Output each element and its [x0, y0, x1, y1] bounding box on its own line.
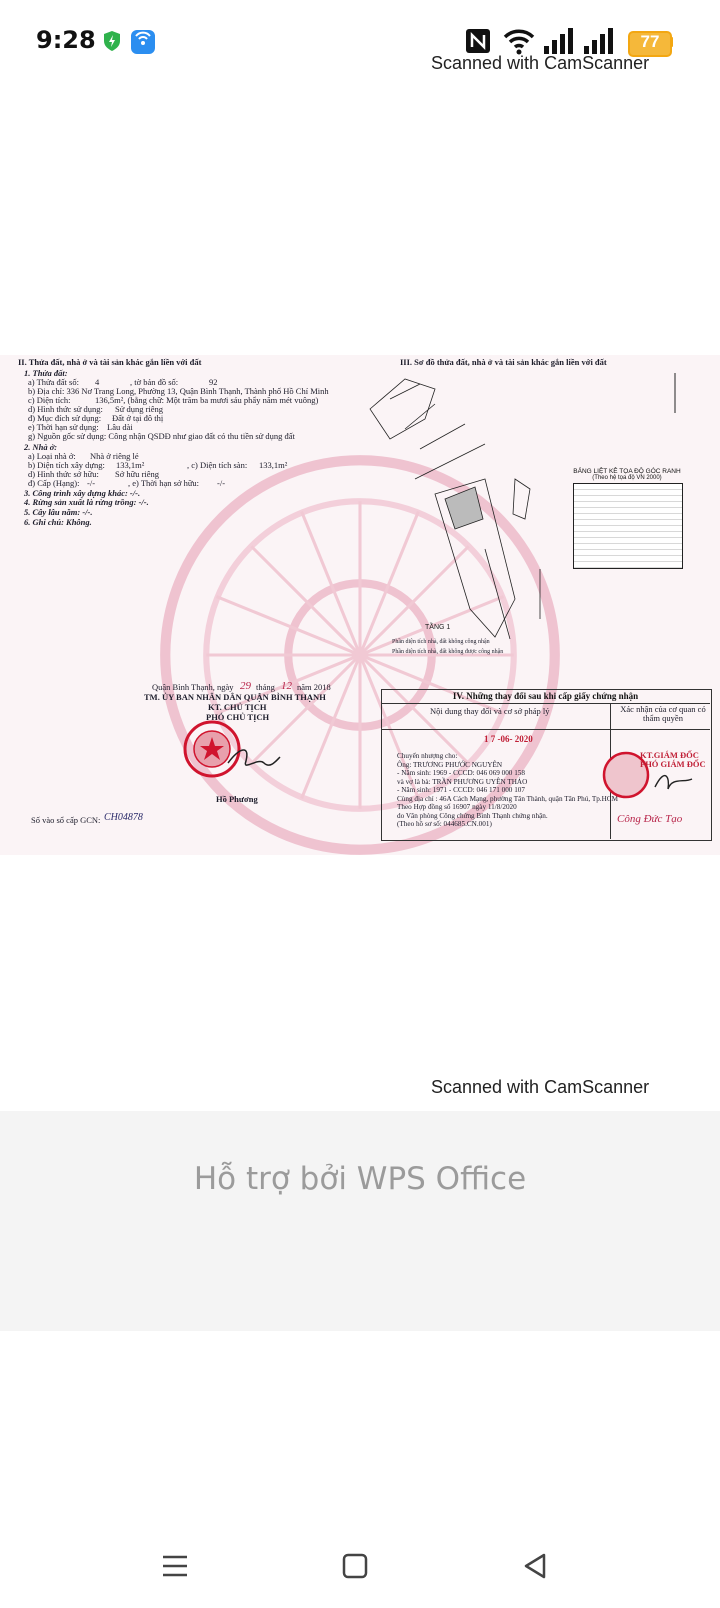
land-area-value: 136,5m², (bằng chữ: Một trăm ba mươi sáu…	[95, 395, 319, 405]
north-arrow-icon	[674, 373, 676, 413]
battery-icon	[628, 31, 672, 57]
house-heading: 2. Nhà ở:	[24, 442, 58, 452]
sign-day: 29	[240, 680, 251, 692]
confirmation-seal-icon	[602, 751, 693, 799]
change-details: Chuyển nhượng cho:Ông: TRƯƠNG PHƯỚC NGUY…	[397, 752, 618, 830]
house-ownership-value: Sở hữu riêng	[115, 469, 160, 479]
land-purpose-value: Đất ở tại đô thị	[112, 413, 164, 423]
background-emblem-watermark	[160, 455, 560, 855]
land-use-form-label: d) Hình thức sử dụng:	[28, 404, 103, 414]
land-address: b) Địa chỉ: 336 Nơ Trang Long, Phường 13…	[28, 386, 329, 396]
back-icon[interactable]	[517, 1548, 553, 1584]
menu-icon[interactable]	[157, 1548, 193, 1584]
house-ownership-label: d) Hình thức sở hữu:	[28, 469, 99, 479]
status-time: 9:28	[36, 26, 96, 54]
nfc-icon	[466, 29, 490, 53]
change-date: 1 7 -06- 2020	[484, 734, 533, 744]
land-origin: g) Nguồn gốc sử dụng: Công nhận QSDĐ như…	[28, 431, 295, 441]
change-line: và vợ là bà: TRẦN PHƯƠNG UYÊN THẢO	[397, 777, 528, 786]
land-term-value: Lâu dài	[107, 422, 133, 432]
house-term-value: -/-	[217, 478, 226, 488]
house-type-value: Nhà ở riêng lẻ	[90, 451, 139, 461]
land-number-value: 4	[95, 377, 100, 387]
house-term-label: , e) Thời hạn sở hữu:	[128, 478, 200, 488]
changes-title: IV. Những thay đổi sau khi cấp giấy chứn…	[452, 691, 639, 701]
house-grade-label: đ) Cấp (Hạng):	[28, 478, 80, 488]
house-build-area-label: b) Diện tích xây dựng:	[28, 460, 105, 470]
hotspot-app-icon	[131, 30, 155, 54]
perennial-trees: 5. Cây lâu năm: -/-.	[24, 507, 93, 517]
section-2-title: II. Thửa đất, nhà ở và tài sản khác gắn …	[18, 357, 202, 367]
sign-organization: TM. ỦY BAN NHÂN DÂN QUẬN BÌNH THẠNH	[144, 692, 326, 702]
change-line: (Theo hồ sơ số: 044685.CN.001)	[397, 820, 492, 828]
land-number-label: a) Thửa đất số:	[28, 377, 79, 387]
cell-signal-2-icon	[584, 28, 613, 54]
change-line: - Năm sinh: 1969 - CCCD: 046 069 000 158	[397, 769, 525, 777]
signer-name: Hồ Phương	[216, 794, 258, 804]
notes: 6. Ghi chú: Không.	[24, 517, 92, 527]
change-line: Theo Hợp đồng số 16907 ngày 11/8/2020	[397, 803, 517, 811]
section-3-title: III. Sơ đồ thửa đất, nhà ở và tài sản kh…	[400, 357, 607, 367]
coordinate-table	[573, 483, 683, 569]
battery-tip	[670, 37, 673, 47]
gcn-number: CH04878	[104, 812, 143, 823]
house-floor-area-value: 133,1m²	[259, 460, 288, 470]
sign-month-label: tháng	[256, 682, 275, 692]
other-construction: 3. Công trình xây dựng khác: -/-.	[24, 488, 141, 498]
wifi-icon	[503, 29, 535, 55]
status-bar: 9:28 77 Scanned with CamScanner	[0, 0, 720, 88]
house-floor-area-label: , c) Diện tích sàn:	[187, 460, 248, 470]
gcn-label: Số vào sổ cấp GCN:	[31, 815, 101, 825]
battery-level: 77	[640, 32, 660, 51]
changes-header-divider	[381, 729, 710, 730]
change-sign-kt: KT.GIÁM ĐỐC	[640, 750, 699, 760]
floor-label: TẦNG 1	[425, 621, 450, 631]
home-icon[interactable]	[337, 1548, 373, 1584]
sign-date-label: Quận Bình Thạnh, ngày	[152, 682, 234, 692]
change-line: do Văn phòng Công chứng Bình Thạnh chứng…	[397, 811, 548, 820]
changes-col-content: Nội dung thay đổi và cơ sở pháp lý	[430, 706, 550, 716]
land-term-label: e) Thời hạn sử dụng:	[28, 422, 99, 432]
house-grade-value: -/-	[87, 478, 96, 488]
land-purpose-label: đ) Mục đích sử dụng:	[28, 413, 102, 423]
changes-divider	[381, 703, 710, 704]
change-line: Ông: TRƯƠNG PHƯỚC NGUYÊN	[397, 760, 503, 769]
sign-month: 12	[281, 680, 292, 692]
scanned-certificate: II. Thửa đất, nhà ở và tài sản khác gắn …	[0, 355, 720, 855]
sign-kt: KT. CHỦ TỊCH	[208, 702, 267, 712]
map-sheet-label: , tờ bản đồ số:	[130, 377, 179, 387]
planted-forest: 4. Rừng sản xuất là rừng trồng: -/-.	[24, 497, 149, 507]
change-line: - Năm sinh: 1971 - CCCD: 046 171 000 107	[397, 786, 525, 794]
change-line: Cùng địa chỉ : 46A Cách Mạng, phường Tân…	[397, 794, 618, 803]
coordinate-table-subtitle: (Theo hệ tọa độ VN 2000)	[592, 475, 662, 481]
land-use-form-value: Sử dụng riêng	[115, 404, 164, 414]
camscanner-watermark-bottom: Scanned with CamScanner	[431, 1077, 650, 1097]
legend-1: Phần diện tích nhà, đất không công nhận	[392, 639, 490, 645]
change-signer: Công Đức Tạo	[617, 813, 683, 825]
map-sheet-value: 92	[209, 377, 218, 387]
land-plot-diagram: TẦNG 1	[369, 378, 541, 640]
legend-2: Phần diện tích nhà, đất không được công …	[392, 649, 504, 655]
land-area-label: c) Diện tích:	[28, 395, 71, 405]
cell-signal-1-icon	[544, 28, 573, 54]
red-official-seal-icon	[183, 720, 281, 778]
wps-banner	[0, 1111, 720, 1331]
change-line: Chuyển nhượng cho:	[397, 752, 458, 760]
house-build-area-value: 133,1m²	[116, 460, 145, 470]
change-sign-role: PHÓ GIÁM ĐỐC	[640, 759, 706, 769]
security-shield-icon	[104, 31, 120, 51]
sign-year: năm 2018	[297, 682, 331, 692]
changes-col-confirm: Xác nhận của cơ quan có thẩm quyền	[620, 704, 706, 723]
changes-table	[381, 689, 712, 841]
camscanner-watermark-top: Scanned with CamScanner	[431, 53, 650, 73]
house-type-label: a) Loại nhà ở:	[28, 451, 76, 461]
coordinate-table-title: BẢNG LIỆT KÊ TỌA ĐỘ GÓC RANH	[573, 468, 681, 475]
sign-role: PHÓ CHỦ TỊCH	[206, 712, 270, 722]
wps-credit: Hỗ trợ bởi WPS Office	[193, 1161, 527, 1197]
land-heading: 1. Thửa đất:	[24, 368, 68, 378]
